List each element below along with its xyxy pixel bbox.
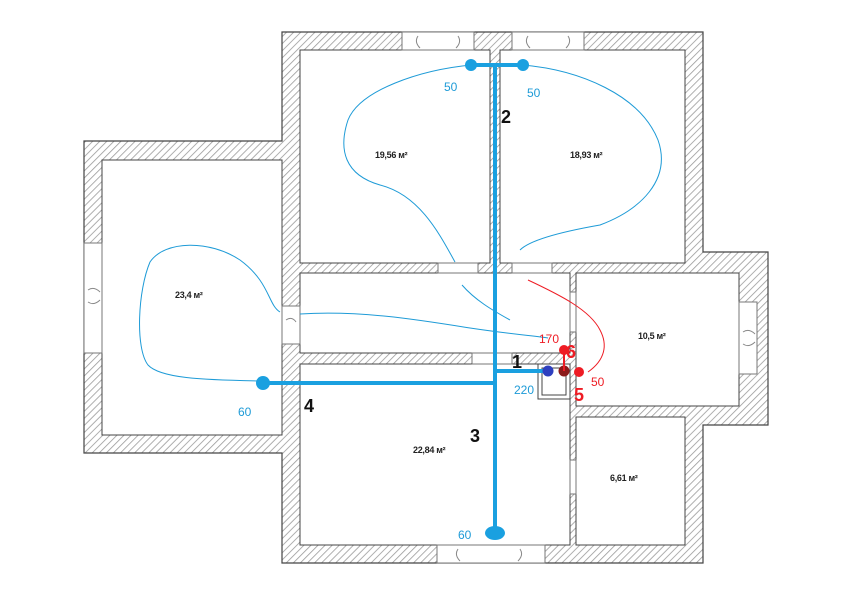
length-main: 220 bbox=[514, 383, 534, 397]
loop-ne bbox=[519, 64, 662, 251]
window-top-1 bbox=[401, 31, 475, 51]
area-east: 10,5 м² bbox=[638, 331, 666, 341]
loop-corridor bbox=[299, 312, 549, 339]
circuit-5: 5 bbox=[574, 385, 584, 405]
circuit-1: 1 bbox=[512, 352, 522, 372]
door-se bbox=[569, 459, 577, 495]
length-nw: 50 bbox=[444, 80, 458, 94]
room-south bbox=[299, 363, 571, 546]
loop-nw bbox=[343, 64, 472, 263]
end-south bbox=[485, 526, 505, 540]
room-ne bbox=[499, 49, 686, 264]
door-ne bbox=[511, 262, 553, 274]
length-red-50: 50 bbox=[591, 375, 605, 389]
pipe-ends bbox=[256, 59, 529, 540]
end-west bbox=[256, 376, 270, 390]
length-south: 60 bbox=[458, 528, 472, 542]
loop-west bbox=[139, 244, 281, 382]
area-west: 23,4 м² bbox=[175, 290, 203, 300]
end-nw bbox=[465, 59, 477, 71]
windows bbox=[83, 31, 758, 564]
room-nw bbox=[299, 49, 491, 264]
supply-pipes bbox=[261, 63, 550, 534]
rooms bbox=[101, 49, 740, 546]
door-east bbox=[569, 291, 577, 333]
loop-nw-tail bbox=[461, 284, 511, 321]
circuit-6: 6 bbox=[566, 342, 576, 362]
window-bottom bbox=[436, 544, 546, 564]
end-ne bbox=[517, 59, 529, 71]
collector-node bbox=[542, 365, 554, 377]
collector-nodes bbox=[542, 345, 584, 377]
area-se: 6,61 м² bbox=[610, 473, 638, 483]
length-red-170: 170 bbox=[539, 332, 559, 346]
loop-east-red bbox=[527, 279, 605, 373]
heating-loops bbox=[139, 64, 662, 382]
circuit-3: 3 bbox=[470, 426, 480, 446]
length-ne: 50 bbox=[527, 86, 541, 100]
room-west bbox=[101, 159, 283, 436]
red-loop bbox=[527, 279, 605, 373]
door-south bbox=[471, 352, 513, 365]
circuit-2: 2 bbox=[501, 107, 511, 127]
length-west: 60 bbox=[238, 405, 252, 419]
window-top-2 bbox=[511, 31, 585, 51]
room-se bbox=[575, 416, 686, 546]
window-sashes bbox=[87, 35, 756, 562]
door-nw bbox=[437, 262, 479, 274]
door-corridor-west bbox=[281, 305, 301, 345]
area-nw: 19,56 м² bbox=[375, 150, 408, 160]
node-red-right bbox=[574, 367, 584, 377]
window-west bbox=[83, 242, 103, 354]
area-ne: 18,93 м² bbox=[570, 150, 603, 160]
circuit-4: 4 bbox=[304, 396, 314, 416]
area-south: 22,84 м² bbox=[413, 445, 446, 455]
window-east bbox=[738, 301, 758, 375]
